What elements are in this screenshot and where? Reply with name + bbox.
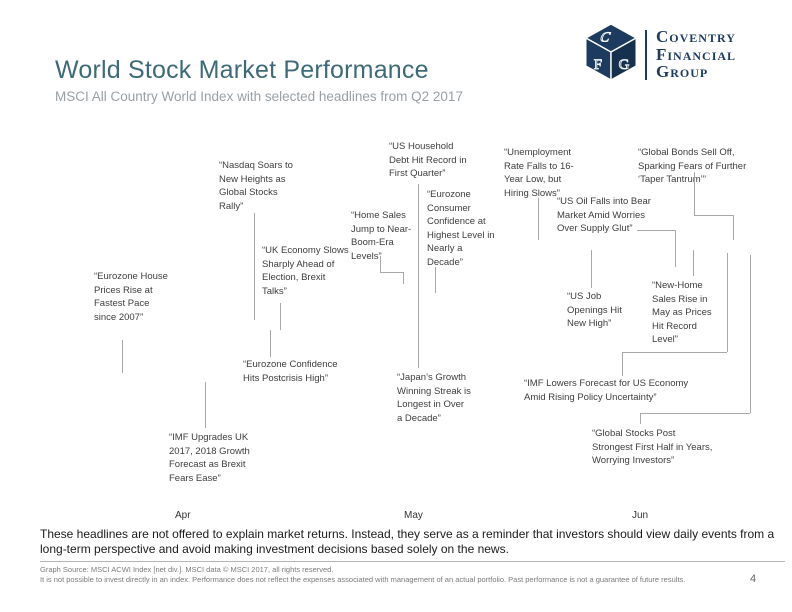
leader-line-eurozone-consumer	[435, 267, 436, 293]
timeline-label-apr: Apr	[175, 510, 191, 521]
leader-line-global-bonds	[694, 215, 733, 216]
headline-nasdaq: “Nasdaq Soars to New Heights as Global S…	[219, 160, 293, 212]
timeline-label-jun: Jun	[632, 510, 649, 521]
leader-line-home-sales	[380, 272, 404, 273]
leader-line-unemployment	[538, 198, 539, 240]
headline-new-home-sales: “New-Home Sales Rise in May as Prices Hi…	[652, 280, 712, 345]
headline-home-sales: “Home Sales Jump to Near-Boom-Era Levels…	[351, 210, 412, 262]
headline-us-household-debt: “US Household Debt Hit Record in First Q…	[389, 141, 467, 179]
disclosure-source: Graph Source: MSCI ACWI Index [net div.]…	[40, 565, 334, 574]
headline-global-stocks-post: “Global Stocks Post Strongest First Half…	[592, 428, 713, 466]
leader-line-imf-upgrades	[205, 382, 206, 428]
headline-global-bonds: “Global Bonds Sell Off, Sparking Fears o…	[638, 147, 747, 185]
leader-line-imf-lowers	[622, 352, 623, 376]
logo-divider	[645, 29, 647, 80]
leader-line-us-job-openings	[591, 250, 592, 288]
headline-eurozone-house: “Eurozone House Prices Rise at Fastest P…	[94, 271, 168, 323]
logo-line-coventry: Coventry	[656, 27, 736, 47]
leader-line-us-oil	[637, 230, 675, 231]
leader-line-global-bonds	[733, 215, 734, 240]
headline-imf-lowers: “IMF Lowers Forecast for US Economy Amid…	[524, 378, 689, 403]
headline-us-oil: “US Oil Falls into Bear Market Amid Worr…	[557, 196, 651, 234]
page-number: 4	[750, 573, 757, 585]
leader-line-home-sales	[380, 256, 381, 272]
leader-line-home-sales	[403, 272, 404, 284]
footer-divider	[40, 561, 785, 562]
leader-line-eurozone-confidence	[270, 330, 271, 357]
leader-line-imf-lowers	[727, 253, 728, 352]
leader-line-us-household-debt	[418, 184, 419, 368]
leader-line-us-oil	[675, 230, 676, 267]
leader-line-nasdaq	[254, 213, 255, 320]
headline-imf-upgrades: “IMF Upgrades UK 2017, 2018 Growth Forec…	[169, 432, 250, 484]
headline-unemployment: “Unemployment Rate Falls to 16-Year Low,…	[504, 147, 574, 199]
leader-line-eurozone-house	[122, 340, 123, 373]
logo-line-financial: Financial	[656, 44, 737, 64]
headline-us-job-openings: “US Job Openings Hit New High”	[567, 291, 622, 329]
page-subtitle: MSCI All Country World Index with select…	[55, 89, 463, 104]
leader-line-imf-lowers	[622, 352, 727, 353]
leader-line-global-stocks-post	[640, 413, 641, 424]
disclosure-performance: It is not possible to invest directly in…	[40, 575, 686, 584]
headline-eurozone-confidence: “Eurozone Confidence Hits Postcrisis Hig…	[243, 359, 338, 384]
leader-line-global-stocks-post	[750, 255, 751, 413]
cube-letter-g: G	[619, 57, 630, 73]
logo-wordmark: Coventry Financial Group	[656, 28, 736, 81]
company-logo: C F G Coventry Financial Group	[583, 22, 736, 87]
cube-letter-f: F	[594, 57, 602, 73]
cube-logo-icon: C F G	[583, 22, 639, 87]
headline-uk-economy: “UK Economy Slows Sharply Ahead of Elect…	[262, 245, 349, 297]
leader-line-new-home-sales	[693, 250, 694, 276]
leader-line-global-stocks-post	[640, 413, 750, 414]
headline-eurozone-consumer: “Eurozone Consumer Confidence at Highest…	[427, 189, 495, 268]
leader-line-uk-economy	[280, 303, 281, 330]
summary-text: These headlines are not offered to expla…	[40, 527, 775, 556]
page-title: World Stock Market Performance	[55, 56, 429, 84]
leader-line-global-bonds	[694, 172, 695, 215]
logo-line-group: Group	[656, 62, 709, 82]
headline-japan-growth: “Japan’s Growth Winning Streak is Longes…	[397, 372, 471, 424]
timeline-label-may: May	[404, 510, 423, 521]
